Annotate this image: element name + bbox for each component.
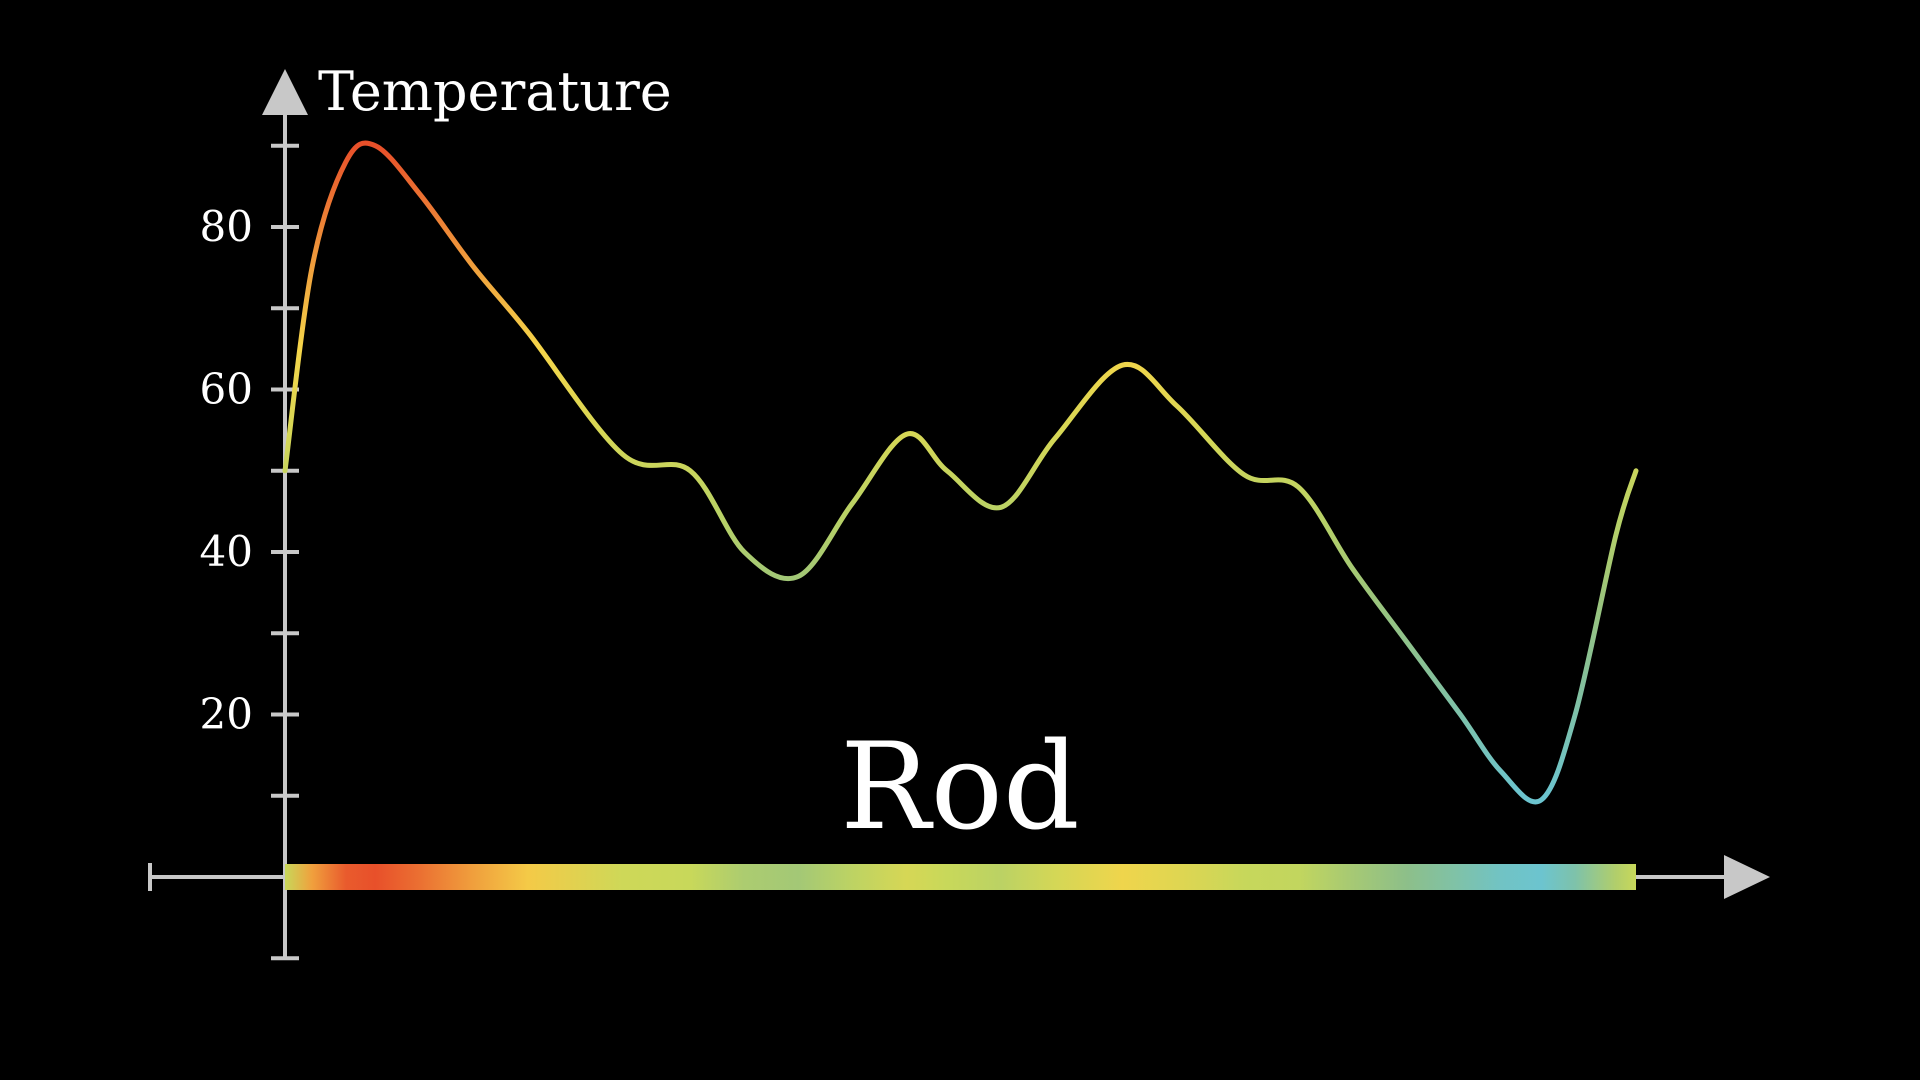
y-tick-label: 20 [200, 690, 253, 739]
y-tick-label: 80 [200, 202, 253, 251]
y-axis-tick-labels: 80 60 40 20 [200, 202, 253, 739]
temperature-series-line [282, 140, 1639, 805]
rod-label: Rod [840, 718, 1079, 857]
y-tick-label: 40 [200, 527, 253, 576]
y-axis-arrow-icon [262, 69, 308, 115]
y-axis-label: Temperature [318, 60, 672, 123]
y-tick-label: 60 [200, 365, 253, 414]
x-axis-arrow-icon [1724, 855, 1770, 899]
rod-bar [285, 864, 1636, 890]
y-axis-ticks [271, 143, 299, 961]
